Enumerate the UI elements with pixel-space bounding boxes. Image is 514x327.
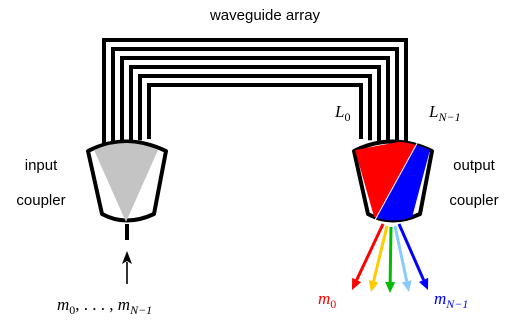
- waveguide-0: [102, 38, 408, 145]
- waveguide-1: [111, 47, 399, 144]
- input-coupler-label-line1: input: [25, 157, 58, 174]
- output-arrow-line-2: [388, 226, 393, 283]
- waveguide-2: [120, 56, 390, 143]
- output-arrow-line-4: [397, 223, 425, 281]
- length-label-last: LN−1: [428, 102, 461, 124]
- input-coupler-label-line2: coupler: [16, 192, 65, 209]
- waveguide-array: [102, 38, 408, 145]
- output-arrow-icon: [352, 277, 362, 290]
- output-arrow-line-0: [355, 223, 385, 281]
- waveguide-5: [147, 83, 363, 139]
- input-arrow: [122, 224, 132, 284]
- output-arrow-line-3: [393, 225, 409, 282]
- output-arrow-icon: [401, 280, 412, 292]
- output-arrow-icon: [385, 281, 396, 293]
- output-coupler-icon: [352, 137, 434, 223]
- output-arrow-icon: [418, 277, 429, 290]
- output-coupler-label-line2: coupler: [449, 192, 498, 209]
- output-arrows: [352, 223, 429, 293]
- output-label-first: m0: [318, 289, 336, 311]
- input-signal-label: m0, . . . , mN−1: [57, 295, 152, 317]
- input-coupler-icon: [86, 139, 168, 223]
- diagram-title: waveguide array: [209, 7, 321, 24]
- output-arrow-icon: [368, 280, 379, 292]
- waveguide-4: [138, 74, 372, 141]
- arrow-up-icon: [122, 251, 132, 264]
- output-arrow-line-1: [372, 225, 389, 282]
- output-label-last: mN−1: [434, 289, 468, 311]
- waveguide-3: [129, 65, 381, 142]
- output-coupler-label-line1: output: [453, 157, 496, 174]
- length-label-first: L0: [334, 102, 350, 124]
